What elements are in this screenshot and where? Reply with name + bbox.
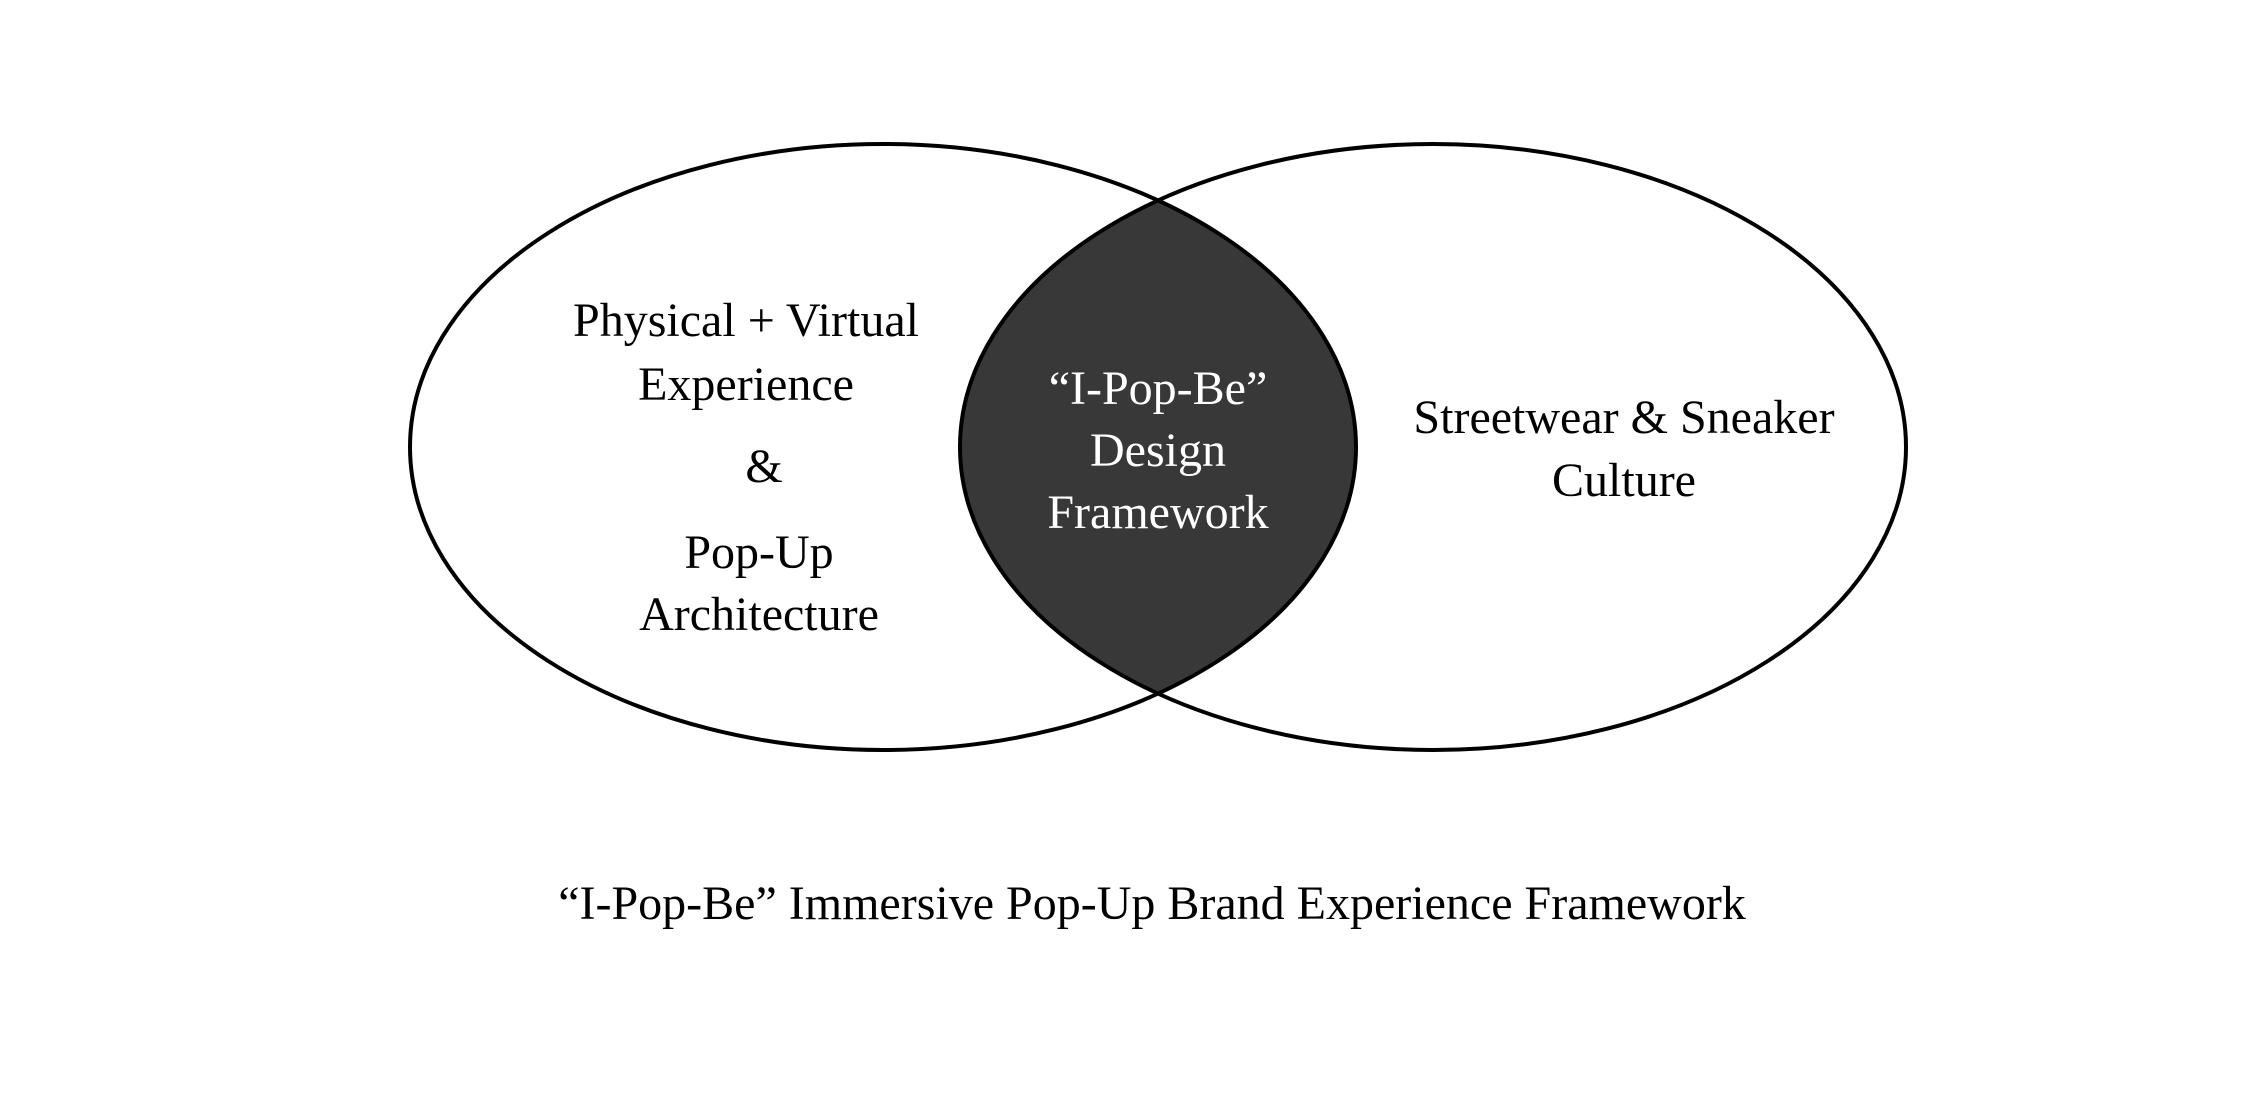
- right-set-line-1: Streetwear & Sneaker: [1413, 391, 1834, 444]
- diagram-caption: “I-Pop-Be” Immersive Pop-Up Brand Experi…: [558, 877, 1746, 930]
- intersection-line-1: “I-Pop-Be”: [1049, 362, 1268, 415]
- intersection-region: [960, 144, 1356, 750]
- left-set-label: Physical + Virtual Experience & Pop-Up A…: [573, 294, 919, 641]
- left-set-ellipse: [408, 142, 1358, 752]
- left-set-line-1: Physical + Virtual: [573, 294, 919, 347]
- left-set-line-4: Architecture: [639, 588, 879, 641]
- left-set-line-2: Experience: [638, 358, 854, 411]
- right-set-line-2: Culture: [1552, 454, 1696, 507]
- left-set-ampersand: &: [745, 440, 782, 493]
- intersection-line-3: Framework: [1047, 486, 1268, 539]
- right-set-ellipse: [958, 142, 1908, 752]
- left-set-line-3: Pop-Up: [684, 526, 833, 579]
- intersection-line-2: Design: [1090, 424, 1226, 477]
- right-set-label: Streetwear & Sneaker Culture: [1413, 391, 1834, 507]
- intersection-label: “I-Pop-Be” Design Framework: [1047, 362, 1268, 539]
